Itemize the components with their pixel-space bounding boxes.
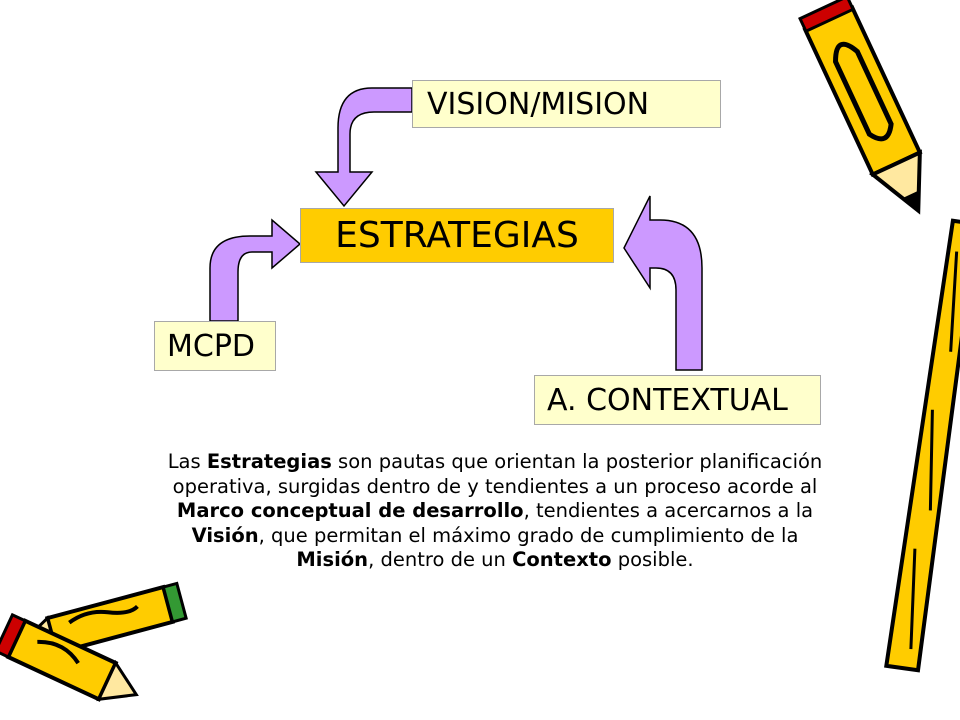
pencil-icon bbox=[798, 0, 923, 215]
arrow-contextual-to-estrategias bbox=[623, 195, 703, 371]
estrategias-label: ESTRATEGIAS bbox=[335, 215, 579, 256]
mcpd-label: MCPD bbox=[167, 328, 256, 364]
contextual-label: A. CONTEXTUAL bbox=[547, 382, 788, 418]
contextual-box: A. CONTEXTUAL bbox=[534, 375, 821, 425]
description-paragraph: Las Estrategias son pautas que orientan … bbox=[167, 450, 823, 571]
mcpd-box: MCPD bbox=[154, 321, 276, 371]
vision-mision-label: VISION/MISION bbox=[427, 86, 650, 122]
vision-mision-box: VISION/MISION bbox=[412, 80, 721, 128]
arrow-vision-to-estrategias bbox=[314, 87, 413, 208]
pencil-icon bbox=[884, 218, 960, 673]
estrategias-box: ESTRATEGIAS bbox=[300, 208, 614, 263]
pencil-icon bbox=[0, 612, 139, 702]
